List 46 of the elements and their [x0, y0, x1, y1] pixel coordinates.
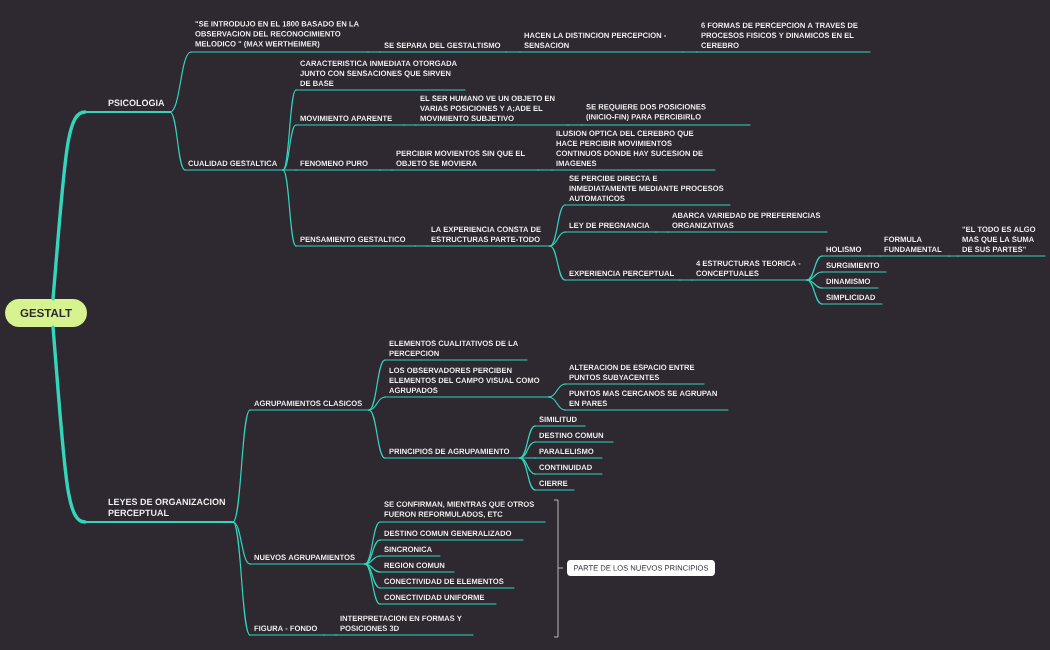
branch-line	[549, 245, 566, 281]
branch-line	[806, 279, 823, 305]
main-topic: LEYES DE ORGANIZACION PERCEPTUAL	[84, 498, 234, 523]
branch-line	[549, 231, 566, 247]
branch-line	[51, 110, 87, 301]
branch-line	[232, 409, 251, 523]
branch-line	[364, 521, 381, 565]
branch-line	[519, 441, 536, 459]
branch-line	[368, 409, 386, 459]
branch-line	[549, 204, 566, 247]
branch-line	[537, 169, 553, 171]
branch-line	[282, 169, 297, 247]
branch-line	[364, 555, 381, 565]
branch-line	[519, 425, 536, 459]
branch-line	[169, 111, 186, 171]
branch-line	[282, 89, 297, 171]
branch-line	[169, 51, 192, 113]
branch-line	[948, 255, 959, 257]
branch-line	[679, 279, 693, 281]
branch-line	[368, 396, 386, 411]
branch-line	[567, 124, 583, 126]
branch-line	[379, 169, 393, 171]
branch-line	[282, 124, 297, 171]
branch-line	[414, 245, 428, 247]
branch-line	[868, 255, 881, 257]
branch-line	[323, 634, 337, 636]
branch-line	[548, 383, 566, 398]
branch-line	[403, 124, 417, 126]
branch-line	[682, 51, 698, 53]
main-topic: PSICOLOGIA	[84, 99, 171, 113]
branch-line	[51, 325, 87, 524]
branch-line	[505, 51, 521, 53]
branch-line	[519, 457, 536, 491]
branch-line	[519, 457, 536, 459]
branch-line	[232, 521, 251, 636]
branch-line	[368, 359, 386, 411]
branch-line	[364, 563, 381, 589]
branch-line	[364, 563, 381, 605]
branch-line	[655, 231, 669, 233]
branch-line	[232, 521, 251, 565]
branch-line	[367, 51, 381, 53]
branch-line	[282, 169, 297, 171]
branch-line	[364, 539, 381, 565]
branch-line	[806, 255, 823, 281]
branch-line	[806, 271, 823, 281]
branch-line	[548, 396, 566, 411]
